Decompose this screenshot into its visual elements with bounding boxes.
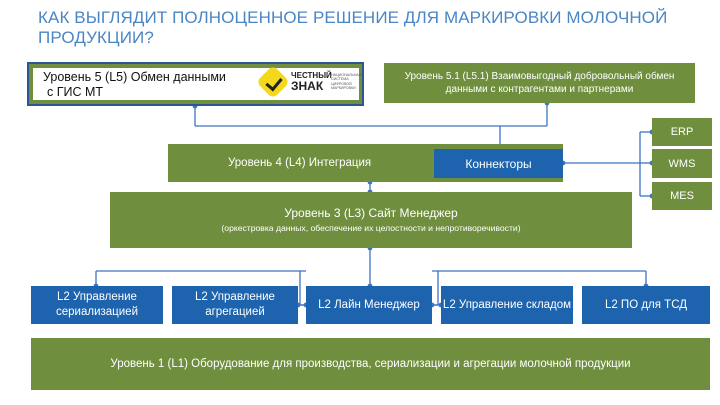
- mes-box: MES: [652, 182, 712, 210]
- connectors-box: Коннекторы: [434, 149, 563, 178]
- chestny-znak-logo: ЧЕСТНЫЙ ЗНАК НАЦИОНАЛЬНАЯ СИСТЕМА ЦИФРОВ…: [233, 65, 362, 100]
- logo-subtitle: НАЦИОНАЛЬНАЯ СИСТЕМА ЦИФРОВОЙ МАРКИРОВКИ: [331, 73, 362, 91]
- level5-box: Уровень 5 (L5) Обмен данными с ГИС МТ ЧЕ…: [27, 62, 364, 106]
- level5-line1: Уровень 5 (L5) Обмен данными: [43, 70, 226, 84]
- page-title: КАК ВЫГЛЯДИТ ПОЛНОЦЕННОЕ РЕШЕНИЕ ДЛЯ МАР…: [38, 8, 668, 47]
- level3-title: Уровень 3 (L3) Сайт Менеджер: [284, 206, 458, 220]
- l2-warehouse-box: L2 Управление складом: [441, 286, 573, 324]
- level3-box: Уровень 3 (L3) Сайт Менеджер (оркестровк…: [110, 192, 632, 248]
- logo-word1: ЧЕСТНЫЙ: [291, 71, 332, 80]
- level1-box: Уровень 1 (L1) Оборудование для производ…: [31, 338, 710, 390]
- level5-line2: с ГИС МТ: [47, 85, 104, 99]
- l2-aggregation-box: L2 Управление агрегацией: [172, 286, 298, 324]
- l2-line-manager-box: L2 Лайн Менеджер: [306, 286, 432, 324]
- l2-tsd-software-box: L2 ПО для ТСД: [582, 286, 710, 324]
- logo-word2: ЗНАК: [291, 79, 324, 93]
- level51-box: Уровень 5.1 (L5.1) Взаимовыгодный добров…: [384, 63, 695, 103]
- erp-box: ERP: [652, 118, 712, 146]
- wms-box: WMS: [652, 149, 712, 178]
- level3-subtitle: (оркестровка данных, обеспечение их цело…: [221, 223, 521, 233]
- level5-label: Уровень 5 (L5) Обмен данными с ГИС МТ: [33, 68, 233, 100]
- l2-serialization-box: L2 Управление сериализацией: [31, 286, 163, 324]
